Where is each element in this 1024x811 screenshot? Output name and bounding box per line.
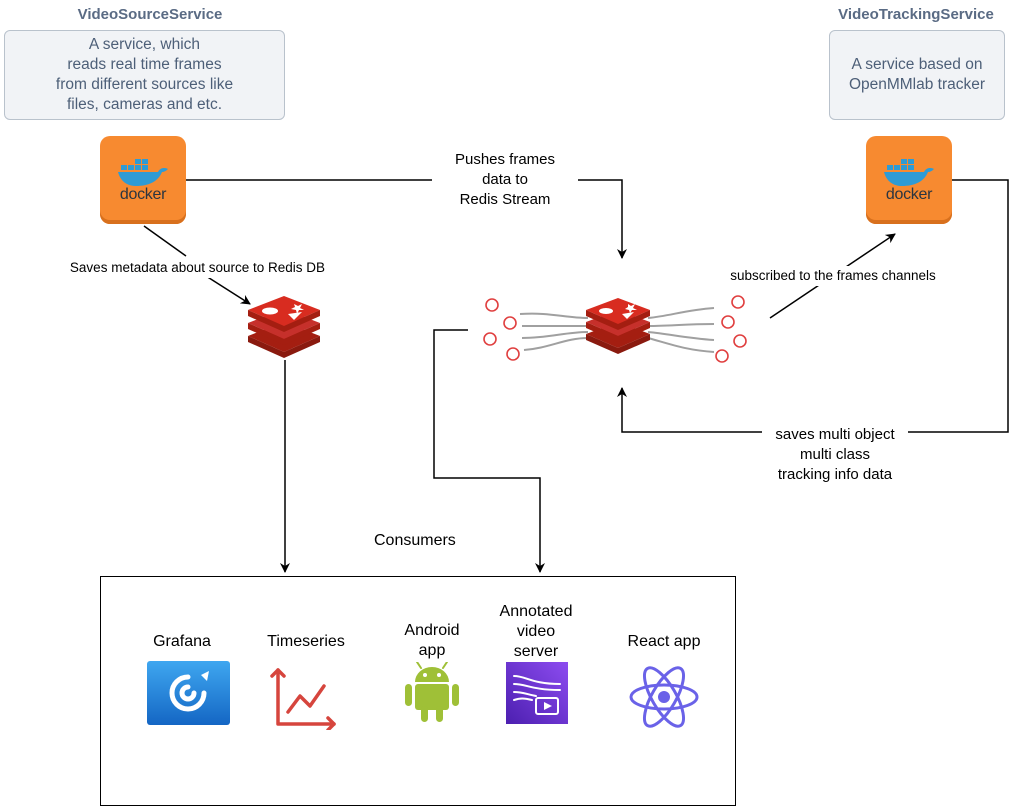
- docker-label: docker: [119, 186, 167, 203]
- edge-label-push-frames: Pushes frames data to Redis Stream: [432, 150, 578, 210]
- source-desc-line: A service, which: [88, 36, 201, 53]
- edge-label-line: Pushes frames: [454, 151, 556, 168]
- stream-node: [715, 349, 729, 363]
- edge-label-line: Redis Stream: [459, 191, 551, 208]
- consumer-label-line: app: [418, 642, 446, 659]
- stream-node: [506, 347, 520, 361]
- docker-label: docker: [885, 186, 933, 203]
- consumer-label-line: Annotated: [499, 603, 573, 620]
- redis-db-icon[interactable]: [244, 296, 324, 358]
- source-docker-node[interactable]: docker: [100, 136, 186, 224]
- consumer-label-android: Android app: [390, 621, 474, 661]
- edge-push-frames-2: [578, 179, 627, 259]
- stream-node: [733, 334, 747, 348]
- video-server-icon[interactable]: [506, 662, 568, 724]
- source-service-description: A service, which reads real time frames …: [4, 30, 285, 120]
- consumer-label-timeseries: Timeseries: [267, 633, 345, 650]
- android-icon[interactable]: [403, 662, 461, 722]
- edge-label-subscribed: subscribed to the frames channels: [706, 266, 960, 286]
- docker-whale-icon: [884, 159, 934, 186]
- tracking-desc-line: OpenMMlab tracker: [848, 76, 986, 93]
- edge-stream-consumers: [433, 329, 545, 573]
- docker-whale-icon: [118, 159, 168, 186]
- edge-label-line: multi class: [799, 446, 870, 463]
- grafana-icon[interactable]: [147, 661, 230, 725]
- consumers-container: [100, 576, 736, 806]
- edge-label-save-metadata: Saves metadata about source to Redis DB: [45, 258, 350, 278]
- source-desc-line: reads real time frames: [67, 56, 222, 73]
- edge-label-line: saves multi object: [775, 426, 895, 443]
- consumers-title: Consumers: [374, 532, 456, 549]
- edge-label-saves-tracking: saves multi object multi class tracking …: [762, 425, 908, 485]
- source-desc-line: files, cameras and etc.: [66, 96, 223, 113]
- tracking-docker-node[interactable]: docker: [866, 136, 952, 224]
- stream-node: [503, 316, 517, 330]
- react-icon[interactable]: [628, 662, 700, 732]
- consumer-label-line: Android: [404, 622, 460, 639]
- source-desc-line: from different sources like: [55, 76, 234, 93]
- source-service-title: VideoSourceService: [77, 6, 223, 23]
- tracking-desc-line: A service based on: [851, 56, 983, 73]
- stream-node: [721, 315, 735, 329]
- consumer-label-line: video: [516, 623, 556, 640]
- timeseries-icon[interactable]: [268, 666, 340, 730]
- edge-label-line: data to: [482, 171, 528, 188]
- edge-save-metadata-a: [143, 225, 187, 257]
- stream-node: [485, 298, 499, 312]
- edge-save-metadata-b: [205, 275, 251, 305]
- stream-node: [483, 332, 497, 346]
- tracking-service-description: A service based on OpenMMlab tracker: [829, 30, 1005, 120]
- tracking-service-title: VideoTrackingService: [838, 6, 994, 23]
- consumer-label-grafana: Grafana: [153, 633, 211, 650]
- redis-stream-icon[interactable]: [470, 286, 760, 366]
- stream-node: [731, 295, 745, 309]
- edge-saves-tracking: [617, 179, 1009, 433]
- consumer-label-react: React app: [627, 633, 701, 650]
- consumer-label-line: server: [513, 643, 559, 660]
- edge-label-line: tracking info data: [777, 466, 893, 483]
- consumer-label-video-server: Annotated video server: [486, 602, 586, 662]
